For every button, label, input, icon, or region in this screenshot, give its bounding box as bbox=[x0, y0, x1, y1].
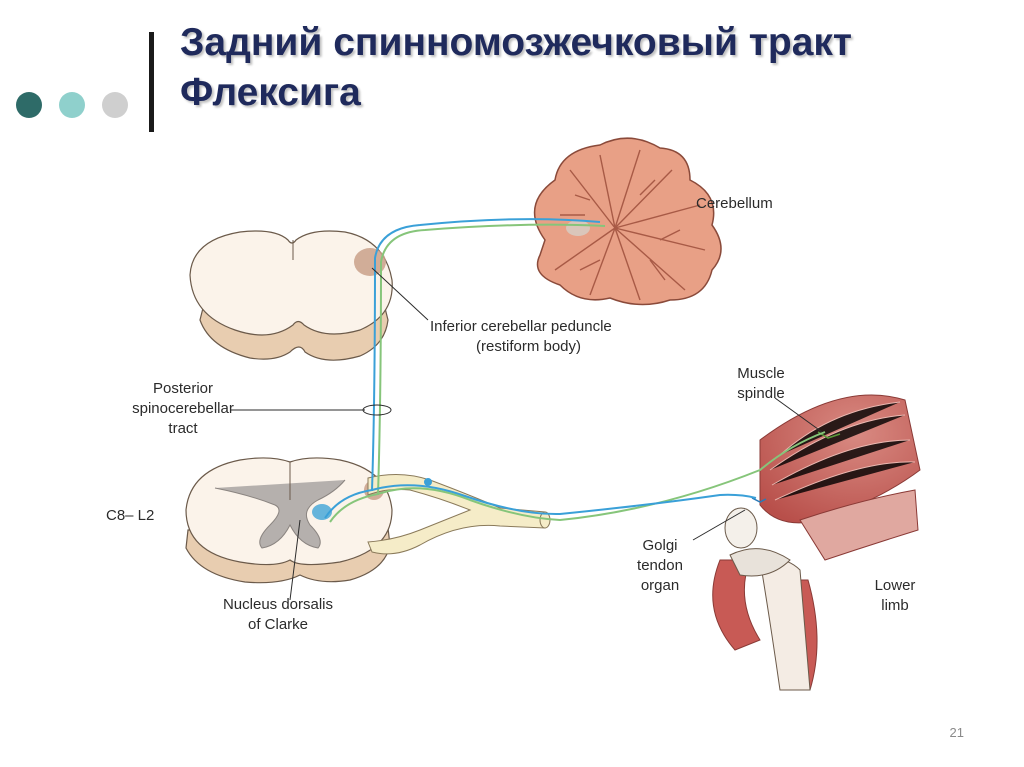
decor-dot-dark bbox=[16, 92, 42, 118]
label-spindle-line2: spindle bbox=[737, 385, 785, 402]
label-limb-line2: limb bbox=[881, 597, 909, 614]
label-limb-line1: Lower bbox=[875, 577, 916, 594]
leader-lines bbox=[230, 267, 823, 601]
label-cerebellum: Cerebellum bbox=[696, 195, 773, 212]
label-peduncle-line2: (restiform body) bbox=[476, 338, 581, 355]
spinal-cord-section bbox=[185, 457, 393, 584]
decor-dot-grey bbox=[102, 92, 128, 118]
page-title: Задний спинномозжечковый тракт Флексига bbox=[180, 18, 1000, 118]
lower-limb-illustration bbox=[712, 394, 921, 691]
label-golgi-line2: tendon bbox=[637, 557, 683, 574]
title-line-1: Задний спинномозжечковый тракт bbox=[180, 21, 853, 64]
decor-dot-teal bbox=[59, 92, 85, 118]
tract-fibers bbox=[324, 218, 826, 523]
title-divider-bar bbox=[149, 32, 154, 132]
label-peduncle-line1: Inferior cerebellar peduncle bbox=[430, 318, 612, 335]
label-golgi-line1: Golgi bbox=[642, 537, 677, 554]
medulla-section bbox=[189, 230, 393, 361]
title-line-2: Флексига bbox=[180, 71, 361, 114]
label-tract-line2: spinocerebellar bbox=[132, 400, 234, 417]
label-nucleus-line1: Nucleus dorsalis bbox=[223, 596, 333, 613]
label-tract-line3: tract bbox=[168, 420, 198, 437]
nerve-root bbox=[367, 474, 551, 555]
label-spindle-line1: Muscle bbox=[737, 365, 785, 382]
label-golgi-line3: organ bbox=[641, 577, 679, 594]
label-nucleus-line2: of Clarke bbox=[248, 616, 308, 633]
slide-number: 21 bbox=[949, 725, 964, 740]
cerebellum-illustration bbox=[533, 137, 722, 306]
label-segment: C8– L2 bbox=[106, 507, 154, 524]
label-tract-line1: Posterior bbox=[153, 380, 213, 397]
